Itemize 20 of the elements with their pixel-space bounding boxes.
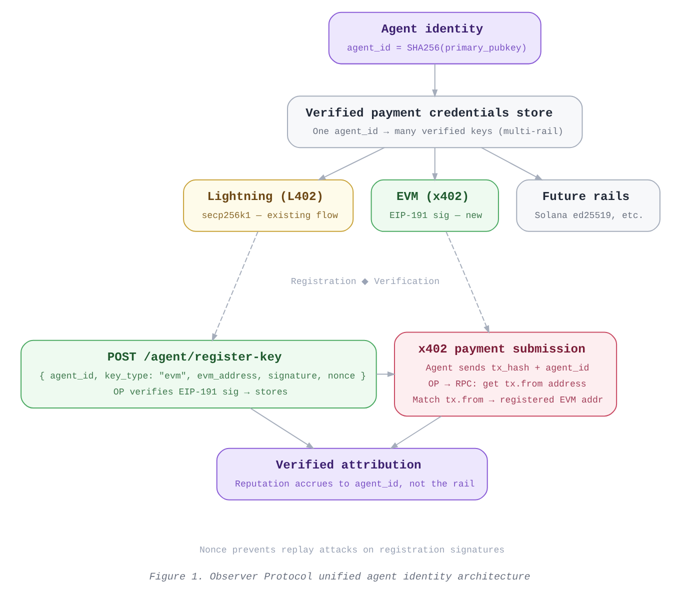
caption: Figure 1. Observer Protocol unified agent identity architecture xyxy=(148,572,530,584)
arrow xyxy=(376,371,396,378)
arrow xyxy=(249,408,314,450)
node-box: Verified payment credentials store One agent_id → many verified keys (multi-rail) xyxy=(286,96,582,148)
arrow xyxy=(389,416,442,450)
arrow xyxy=(480,147,543,181)
node-box: Verified attribution Reputation accrues to agent_id, not the rail xyxy=(216,448,488,500)
arrow xyxy=(211,231,258,342)
node-box: Future rails Solana ed25519, etc. xyxy=(516,179,660,232)
arrow xyxy=(445,231,489,334)
arrow xyxy=(432,64,438,98)
label: Nonce prevents replay attacks on registration signatures xyxy=(199,544,504,556)
node-box: EVM (x402) EIP-191 sig — new xyxy=(370,179,498,232)
label: Registration ◆ Verification xyxy=(290,276,440,288)
arrow xyxy=(432,148,438,182)
node-box: x402 payment submission Agent sends tx_hash + agent_id OP → RPC: get tx.from address Match tx.from → registered EVM addr xyxy=(394,332,617,417)
node-box: POST /agent/register-key { agent_id, key_type: "evm", evm_address, signature, nonce } OP verifies EIP-191 sig → stores xyxy=(20,340,376,408)
arrow xyxy=(317,147,384,180)
node-box: Lightning (L402) secp256k1 — existing flow xyxy=(182,179,354,232)
node-box: Agent identity agent_id = SHA256(primary_pubkey) xyxy=(328,12,541,64)
